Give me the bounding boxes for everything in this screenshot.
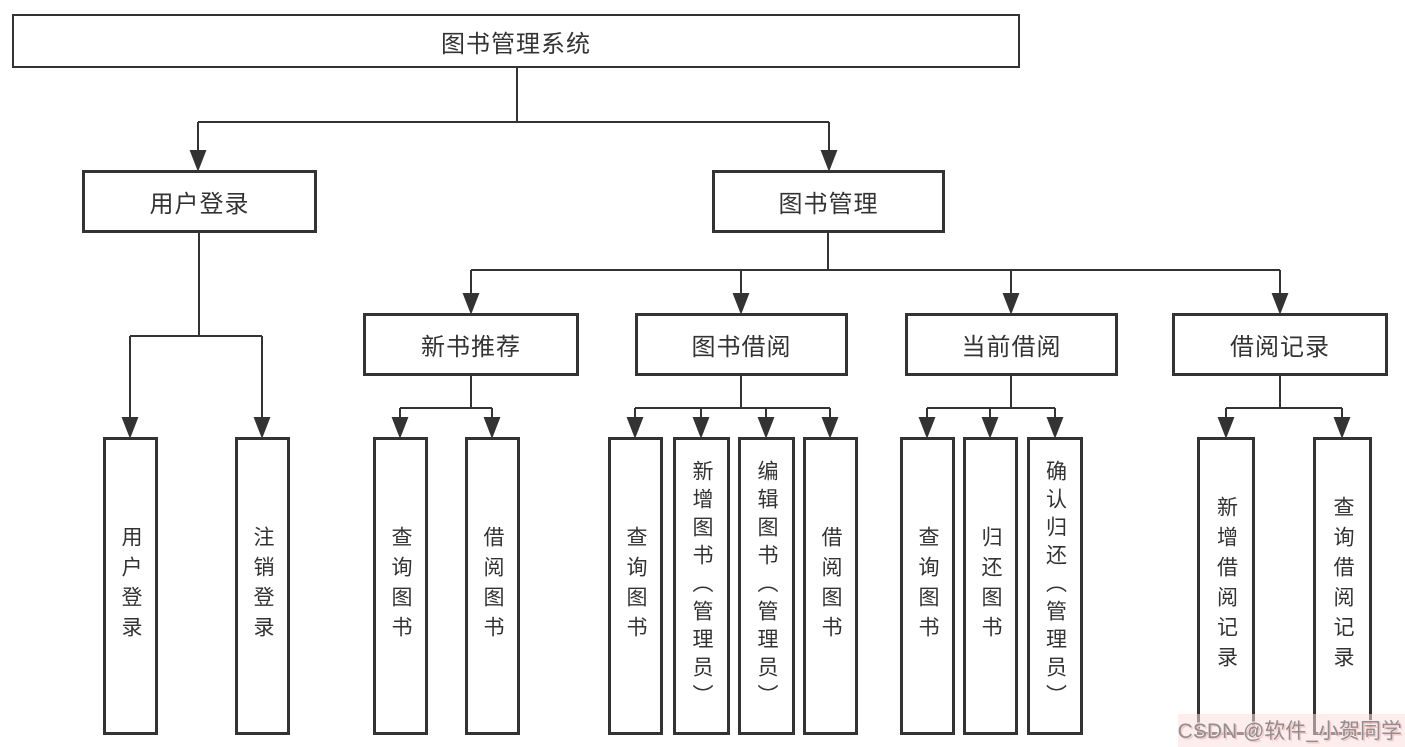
arrowhead	[1002, 293, 1020, 315]
leaf-cb-query-book-label: 查询图书	[916, 526, 939, 646]
leaf-rec-query-book: 查询图书	[373, 437, 428, 735]
leaf-bb-add-book-admin: 新增图书（管理员）	[673, 437, 730, 735]
leaf-bb-edit-book-admin-label: 编辑图书（管理员）	[755, 460, 778, 712]
arrowhead	[918, 417, 936, 439]
leaf-br-add-record: 新增借阅记录	[1197, 437, 1255, 735]
connector-root-to-level2	[189, 68, 838, 172]
node-current-borrow-label: 当前借阅	[961, 334, 1062, 361]
leaf-bb-query-book-label: 查询图书	[624, 526, 647, 646]
leaf-br-add-record-label: 新增借阅记录	[1214, 496, 1238, 676]
arrowhead	[483, 417, 501, 439]
node-book-mgmt-label: 图书管理	[778, 191, 879, 218]
node-borrow-records-label: 借阅记录	[1230, 334, 1330, 361]
leaf-bb-borrow-book-label: 借阅图书	[819, 526, 842, 646]
leaf-cb-return-book: 归还图书	[963, 437, 1018, 735]
arrowhead	[462, 293, 480, 315]
leaf-cb-return-book-label: 归还图书	[979, 526, 1002, 646]
leaf-logout: 注销登录	[235, 437, 290, 735]
leaf-bb-edit-book-admin: 编辑图书（管理员）	[738, 437, 795, 735]
connector-user-login-children	[121, 233, 271, 439]
connector-book-borrow-children	[626, 376, 839, 439]
leaf-logout-label: 注销登录	[251, 526, 274, 646]
leaf-rec-query-book-label: 查询图书	[389, 526, 412, 646]
arrowhead	[1046, 417, 1064, 439]
arrowhead	[757, 417, 775, 439]
arrowhead	[1333, 417, 1351, 439]
node-new-book-rec-label: 新书推荐	[421, 334, 521, 361]
leaf-user-login: 用户登录	[103, 437, 158, 735]
leaf-user-login-label: 用户登录	[119, 526, 142, 646]
node-user-login-label: 用户登录	[149, 191, 250, 218]
leaf-cb-confirm-return-admin-label: 确认归还（管理员）	[1043, 460, 1067, 712]
node-borrow-records: 借阅记录	[1172, 313, 1388, 376]
connector-borrow-records-children	[1217, 376, 1351, 439]
leaf-bb-borrow-book: 借阅图书	[803, 437, 858, 735]
watermark-background	[1178, 714, 1405, 747]
node-book-borrow: 图书借阅	[635, 313, 848, 376]
node-root-label: 图书管理系统	[441, 30, 591, 58]
connector-current-borrow-children	[918, 376, 1064, 439]
node-current-borrow: 当前借阅	[905, 313, 1118, 376]
arrowhead	[692, 417, 710, 439]
connector-new-book-rec-children	[391, 376, 501, 439]
arrowhead	[820, 150, 838, 172]
leaf-br-query-record-label: 查询借阅记录	[1331, 496, 1354, 676]
arrowhead	[821, 417, 839, 439]
leaf-cb-query-book: 查询图书	[900, 437, 955, 735]
leaf-rec-borrow-book: 借阅图书	[465, 437, 520, 735]
arrowhead	[626, 417, 644, 439]
node-user-login: 用户登录	[82, 170, 317, 233]
node-book-mgmt: 图书管理	[712, 170, 945, 233]
leaf-bb-query-book: 查询图书	[608, 437, 663, 735]
arrowhead	[1217, 417, 1235, 439]
node-book-borrow-label: 图书借阅	[691, 334, 792, 361]
arrowhead	[253, 417, 271, 439]
arrowhead	[732, 293, 750, 315]
arrowhead	[391, 417, 409, 439]
connector-book-mgmt-children	[462, 233, 1289, 315]
arrowhead	[189, 150, 207, 172]
leaf-bb-add-book-admin-label: 新增图书（管理员）	[690, 460, 713, 712]
leaf-br-query-record: 查询借阅记录	[1313, 437, 1372, 735]
leaf-rec-borrow-book-label: 借阅图书	[481, 526, 504, 646]
watermark-text: CSDN @软件_小贺同学	[1177, 720, 1402, 743]
arrowhead	[981, 417, 999, 439]
node-root: 图书管理系统	[12, 14, 1020, 68]
leaf-cb-confirm-return-admin: 确认归还（管理员）	[1027, 437, 1083, 735]
arrowhead	[1271, 293, 1289, 315]
arrowhead	[121, 417, 139, 439]
node-new-book-rec: 新书推荐	[363, 313, 579, 376]
